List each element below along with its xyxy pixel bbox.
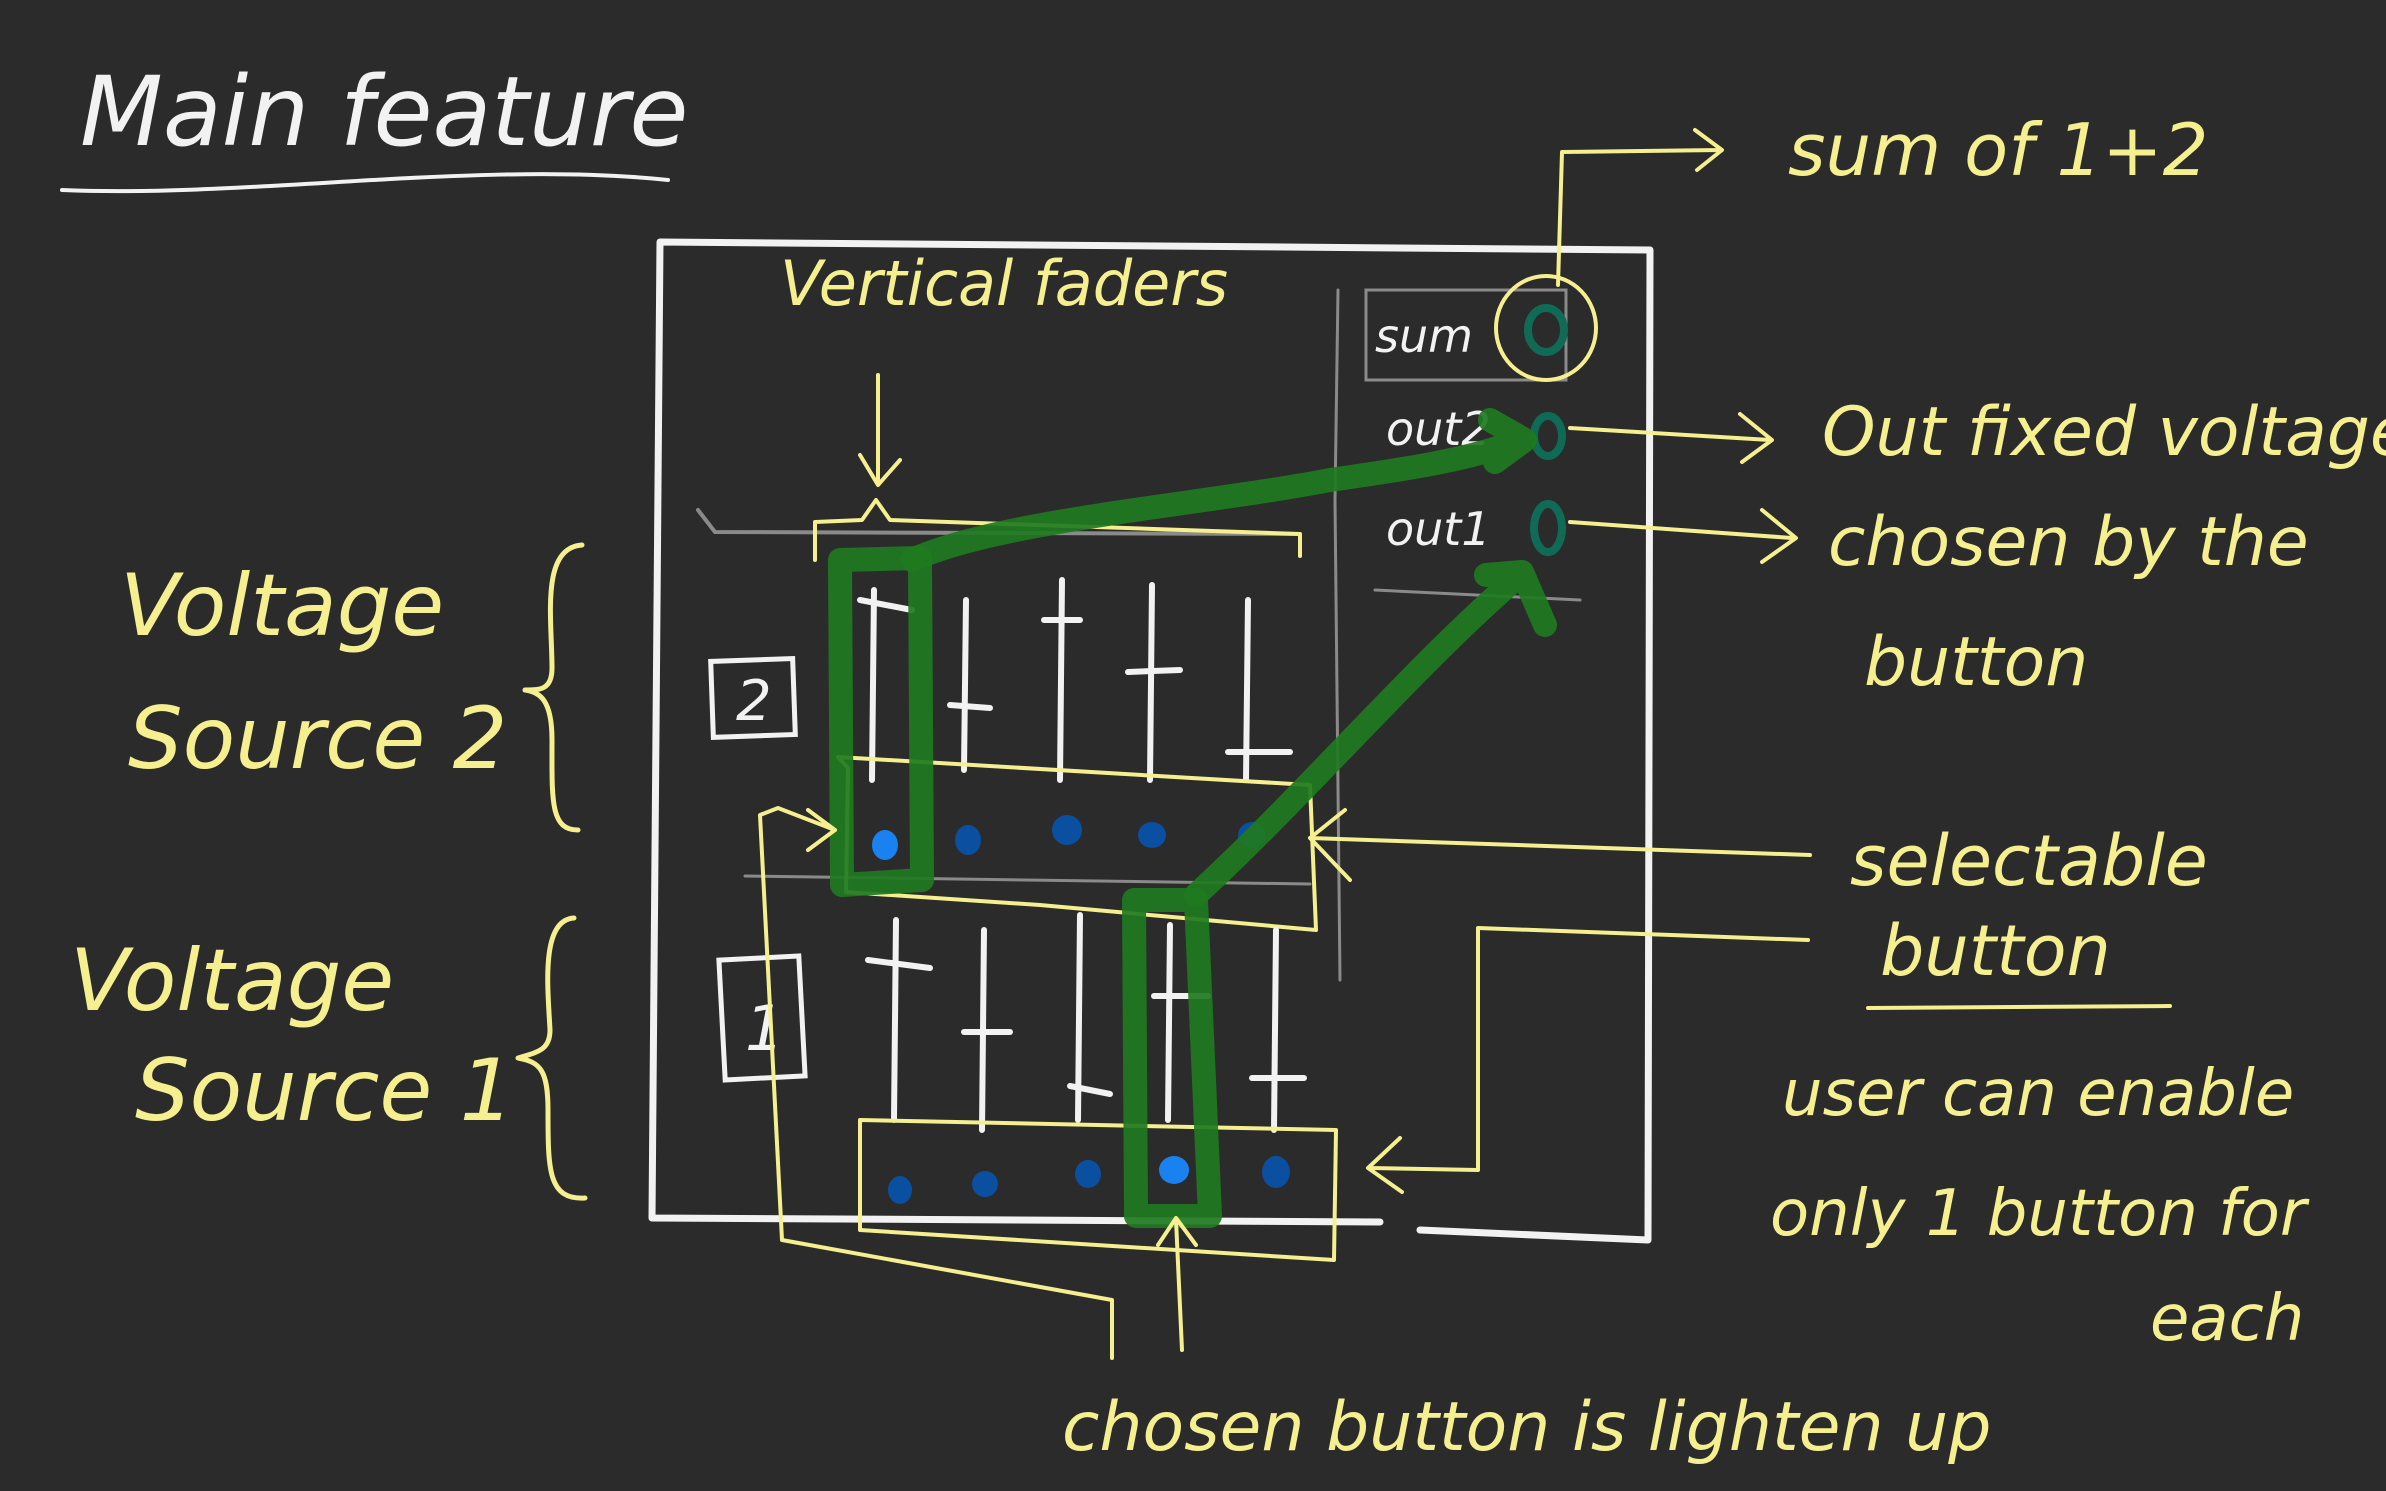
source1-id: 1 bbox=[745, 992, 784, 1065]
source2-id-box bbox=[708, 655, 798, 740]
user-note-line-3: each bbox=[2150, 1282, 2304, 1356]
source1-button-1[interactable] bbox=[888, 1176, 912, 1204]
voltage-source-2-line-1: Voltage bbox=[120, 556, 444, 656]
source1-faders bbox=[865, 912, 1307, 1133]
selectable-arrow-to-source2 bbox=[1308, 808, 1812, 882]
fader-knob[interactable] bbox=[865, 957, 933, 971]
source1-button-strip bbox=[858, 1118, 1338, 1262]
out-note-line-2: chosen by the bbox=[1828, 503, 2309, 582]
out2-note-arrow bbox=[1568, 412, 1774, 464]
out2-jack-icon[interactable] bbox=[1530, 412, 1566, 460]
source2-button-3[interactable] bbox=[1052, 815, 1082, 845]
sum-highlight-circle bbox=[1494, 274, 1598, 382]
fader-knob[interactable] bbox=[947, 702, 993, 711]
out1-note-arrow bbox=[1568, 508, 1798, 564]
voltage-source-2-line-2: Source 2 bbox=[128, 689, 507, 789]
sum-label: sum bbox=[1375, 309, 1473, 363]
source1-route-to-out1 bbox=[1184, 560, 1557, 907]
chosen-note-arrow bbox=[1156, 1216, 1198, 1352]
fader-track bbox=[1271, 927, 1279, 1133]
vertical-faders-bracket bbox=[813, 498, 1302, 562]
selection-highlights bbox=[828, 408, 1557, 1228]
sum-note: sum of 1+2 bbox=[1788, 108, 2208, 192]
selectable-left-bracket bbox=[758, 806, 1114, 1360]
source2-button-1[interactable] bbox=[872, 830, 898, 860]
fader-track bbox=[1165, 922, 1173, 1123]
sum-jack-icon[interactable] bbox=[1524, 304, 1568, 356]
selectable-arrow-to-source1 bbox=[1366, 926, 1810, 1194]
voltage-source-1-line-1: Voltage bbox=[70, 931, 394, 1031]
selectable-note-line-2: button bbox=[1880, 910, 2111, 992]
source1-button-4[interactable] bbox=[1159, 1156, 1189, 1184]
sum-note-arrow bbox=[1556, 128, 1724, 287]
source2-selection-highlight bbox=[828, 546, 934, 897]
vertical-faders-arrow bbox=[858, 373, 902, 487]
output-column-divider bbox=[1333, 288, 1342, 982]
source1-buttons bbox=[888, 1156, 1290, 1204]
chosen-note: chosen button is lighten up bbox=[1062, 1388, 1991, 1467]
out1-label: out1 bbox=[1386, 502, 1491, 556]
source2-route-to-out2 bbox=[900, 408, 1537, 572]
source2-button-4[interactable] bbox=[1138, 822, 1166, 848]
source1-button-3[interactable] bbox=[1075, 1160, 1101, 1188]
source1-button-2[interactable] bbox=[972, 1171, 998, 1197]
fader-track bbox=[1147, 582, 1155, 783]
voltage-source-1-line-2: Source 1 bbox=[135, 1041, 514, 1141]
fader-track bbox=[891, 917, 899, 1123]
source2-faders bbox=[857, 577, 1293, 783]
source2-button-2[interactable] bbox=[955, 825, 981, 855]
selectable-note-line-1: selectable bbox=[1850, 820, 2208, 902]
fader-knob[interactable] bbox=[857, 597, 915, 613]
out1-jack-icon[interactable] bbox=[1530, 500, 1566, 556]
source2-id: 2 bbox=[736, 669, 772, 734]
source1-selection-highlight bbox=[1122, 888, 1222, 1228]
out-note-line-3: button bbox=[1864, 623, 2088, 702]
user-note-line-2: only 1 button for bbox=[1770, 1177, 2310, 1251]
fader-knob[interactable] bbox=[1067, 1083, 1113, 1097]
voltage-source-2-brace bbox=[522, 542, 585, 833]
page-title: Main feature bbox=[80, 56, 688, 168]
fader-header-line bbox=[696, 508, 1302, 536]
vertical-faders-label: Vertical faders bbox=[780, 247, 1228, 320]
fader-track bbox=[961, 597, 969, 773]
title-underline bbox=[60, 172, 670, 194]
voltage-source-1-brace bbox=[515, 915, 588, 1201]
fader-track bbox=[869, 587, 877, 783]
out-note-line-1: Out fixed voltage bbox=[1822, 393, 2386, 472]
fader-track bbox=[1057, 577, 1065, 783]
user-note-line-1: user can enable bbox=[1782, 1057, 2294, 1131]
selectable-note-underline bbox=[1866, 1004, 2172, 1010]
source1-button-5[interactable] bbox=[1262, 1156, 1290, 1188]
source1-id-box bbox=[716, 953, 808, 1083]
fader-knob[interactable] bbox=[1125, 667, 1183, 675]
